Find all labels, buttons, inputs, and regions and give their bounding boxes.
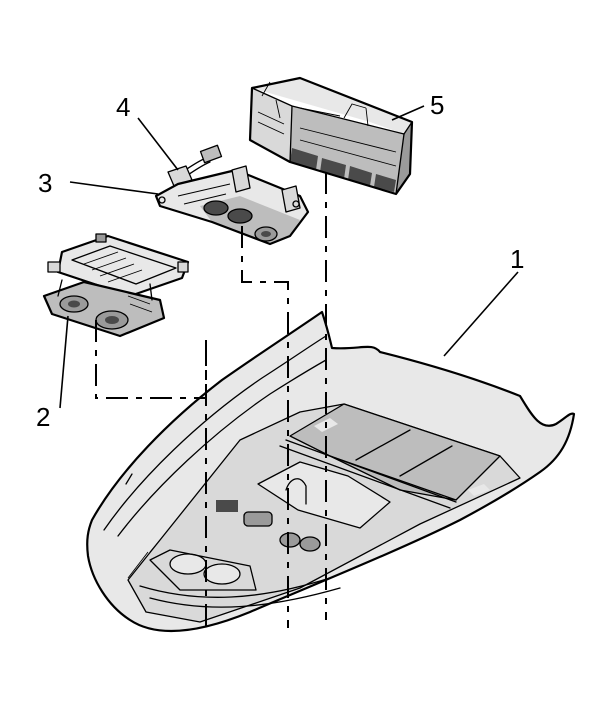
part-5-module [248, 76, 414, 196]
callout-2: 2 [36, 402, 50, 432]
callout-5: 5 [430, 90, 444, 120]
callout-1: 1 [510, 244, 524, 274]
part-1-console-housing [86, 310, 576, 633]
part-3-bracket [154, 165, 310, 246]
part-2-lamp-assembly [42, 233, 190, 338]
callout-4: 4 [116, 92, 130, 122]
alignment-lines [95, 172, 327, 628]
leader-lines [59, 105, 519, 409]
callout-3: 3 [38, 168, 52, 198]
